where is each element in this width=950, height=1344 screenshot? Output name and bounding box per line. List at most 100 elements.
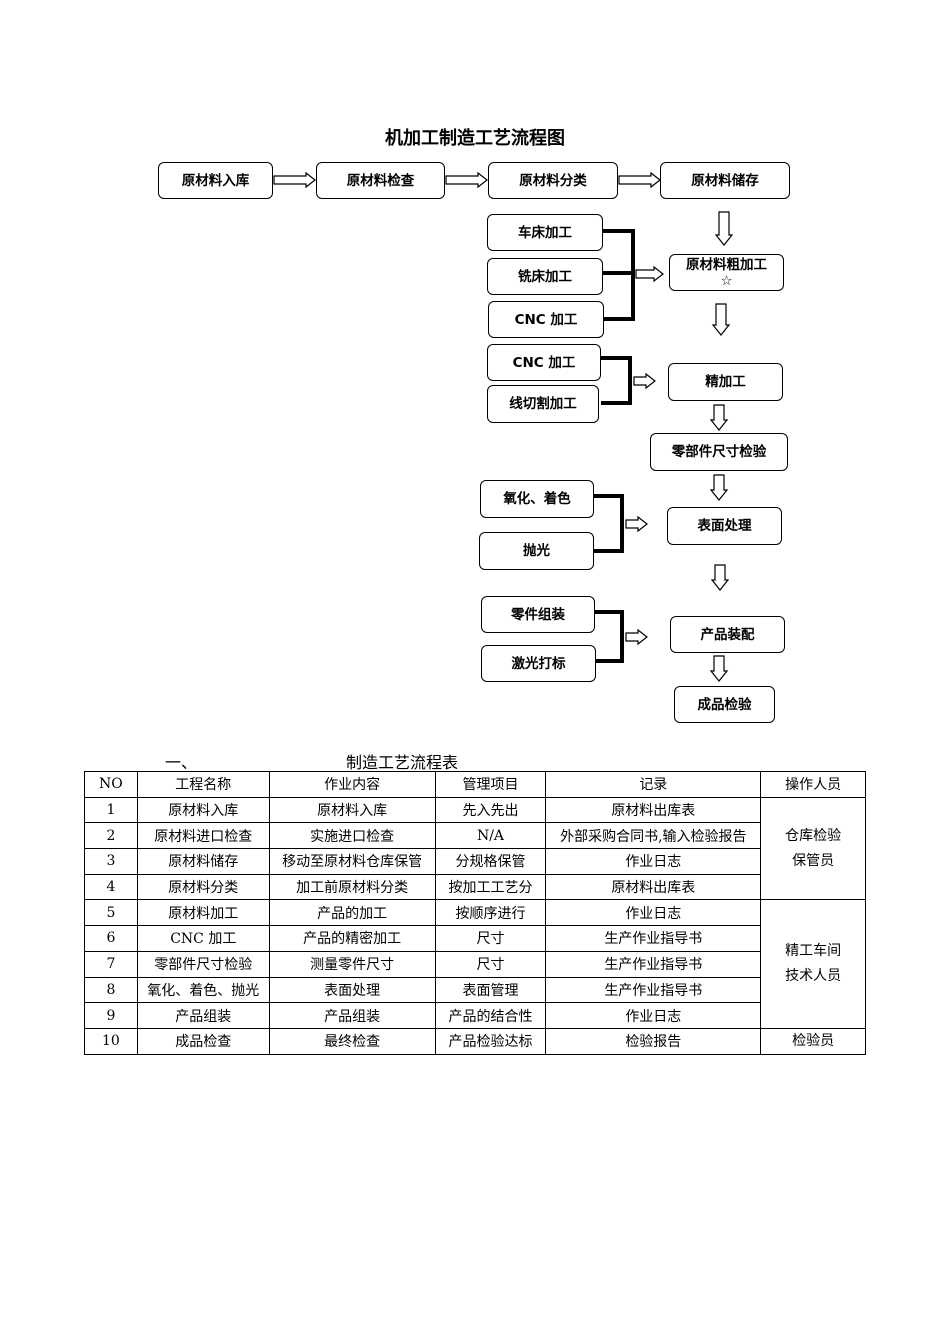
table-cell: 原材料储存 — [136, 848, 270, 875]
step-product-assembly: 产品装配 — [670, 616, 785, 653]
section-number: 一、 — [165, 753, 198, 772]
table-cell: 作业日志 — [545, 899, 762, 927]
operator-line: 技术人员 — [785, 968, 842, 985]
star-icon: ☆ — [720, 272, 733, 289]
header-cell: 工程名称 — [136, 771, 270, 798]
operator-line: 精工车间 — [785, 943, 842, 960]
operator-cell: 检验员 — [760, 1027, 866, 1055]
rough-label: 原材料粗加工 — [686, 256, 767, 273]
right-arrow-icon — [625, 515, 648, 533]
step-raw-material-in: 原材料入库 — [158, 162, 273, 199]
table-cell: 4 — [84, 873, 138, 901]
table-cell: 表面处理 — [268, 976, 436, 1004]
step-raw-material-check: 原材料检查 — [316, 162, 445, 199]
table-cell: 零部件尺寸检验 — [136, 950, 270, 978]
right-arrow-icon — [273, 171, 316, 189]
table-cell: 原材料入库 — [268, 796, 436, 824]
step-final-inspection: 成品检验 — [674, 686, 775, 723]
table-cell: 产品的加工 — [268, 899, 436, 927]
table-cell: 2 — [84, 822, 138, 850]
right-arrow-icon — [633, 372, 656, 390]
down-arrow-icon — [710, 564, 730, 591]
table-cell: 产品检验达标 — [434, 1027, 547, 1055]
operator-line: 保管员 — [792, 852, 835, 869]
step-milling: 铣床加工 — [487, 258, 603, 295]
right-arrow-icon — [635, 265, 664, 283]
step-wire-cut: 线切割加工 — [487, 385, 599, 423]
table-cell: 尺寸 — [434, 925, 547, 952]
table-cell: 生产作业指导书 — [545, 925, 762, 952]
step-finish-machining: 精加工 — [668, 363, 783, 401]
header-cell: 管理项目 — [434, 771, 547, 798]
step-surface-treatment: 表面处理 — [667, 507, 782, 545]
header-cell: 操作人员 — [760, 771, 866, 798]
table-cell: 作业日志 — [545, 1002, 762, 1029]
table-cell: 原材料出库表 — [545, 796, 762, 824]
table-cell: 原材料出库表 — [545, 873, 762, 901]
table-cell: 7 — [84, 950, 138, 978]
operator-line: 检验员 — [792, 1032, 835, 1049]
header-cell: 作业内容 — [268, 771, 436, 798]
table-cell: 3 — [84, 848, 138, 875]
table-cell: 实施进口检查 — [268, 822, 436, 850]
header-cell: 记录 — [545, 771, 762, 798]
section-title: 制造工艺流程表 — [346, 753, 459, 772]
header-cell: NO — [84, 771, 138, 798]
table-cell: 生产作业指导书 — [545, 976, 762, 1004]
step-cnc-rough: CNC 加工 — [488, 301, 604, 338]
flowchart-title: 机加工制造工艺流程图 — [385, 128, 565, 149]
step-part-inspection: 零部件尺寸检验 — [650, 433, 788, 471]
down-arrow-icon — [709, 474, 729, 501]
down-arrow-icon — [709, 404, 729, 431]
table-cell: 成品检查 — [136, 1027, 270, 1055]
table-cell: 产品组装 — [136, 1002, 270, 1029]
table-cell: 按加工工艺分 — [434, 873, 547, 901]
table-cell: 原材料入库 — [136, 796, 270, 824]
table-cell: 原材料分类 — [136, 873, 270, 901]
table-cell: 6 — [84, 925, 138, 952]
table-cell: 先入先出 — [434, 796, 547, 824]
step-laser-marking: 激光打标 — [481, 645, 596, 682]
table-cell: 5 — [84, 899, 138, 927]
table-cell: 产品的精密加工 — [268, 925, 436, 952]
table-cell: 检验报告 — [545, 1027, 762, 1055]
right-arrow-icon — [618, 171, 661, 189]
table-cell: 作业日志 — [545, 848, 762, 875]
step-oxidize-color: 氧化、着色 — [480, 480, 594, 518]
table-cell: CNC 加工 — [136, 925, 270, 952]
down-arrow-icon — [714, 211, 734, 246]
table-cell: 氧化、着色、抛光 — [136, 976, 270, 1004]
right-arrow-icon — [445, 171, 488, 189]
down-arrow-icon — [711, 303, 731, 336]
table-cell: 8 — [84, 976, 138, 1004]
table-cell: 1 — [84, 796, 138, 824]
step-lathe: 车床加工 — [487, 214, 603, 251]
down-arrow-icon — [709, 655, 729, 682]
table-cell: 测量零件尺寸 — [268, 950, 436, 978]
table-cell: 生产作业指导书 — [545, 950, 762, 978]
right-arrow-icon — [625, 628, 648, 646]
table-cell: 原材料加工 — [136, 899, 270, 927]
table-cell: 移动至原材料仓库保管 — [268, 848, 436, 875]
step-rough-machining: 原材料粗加工 ☆ — [669, 254, 784, 291]
table-cell: 最终检查 — [268, 1027, 436, 1055]
table-cell: 9 — [84, 1002, 138, 1029]
table-cell: N/A — [434, 822, 547, 850]
operator-cell: 精工车间技术人员 — [760, 899, 866, 1029]
step-raw-material-sort: 原材料分类 — [488, 162, 618, 199]
table-cell: 产品的结合性 — [434, 1002, 547, 1029]
table-cell: 原材料进口检查 — [136, 822, 270, 850]
step-cnc-finish: CNC 加工 — [487, 344, 601, 381]
table-cell: 外部采购合同书,输入检验报告 — [545, 822, 762, 850]
step-polish: 抛光 — [479, 532, 594, 570]
